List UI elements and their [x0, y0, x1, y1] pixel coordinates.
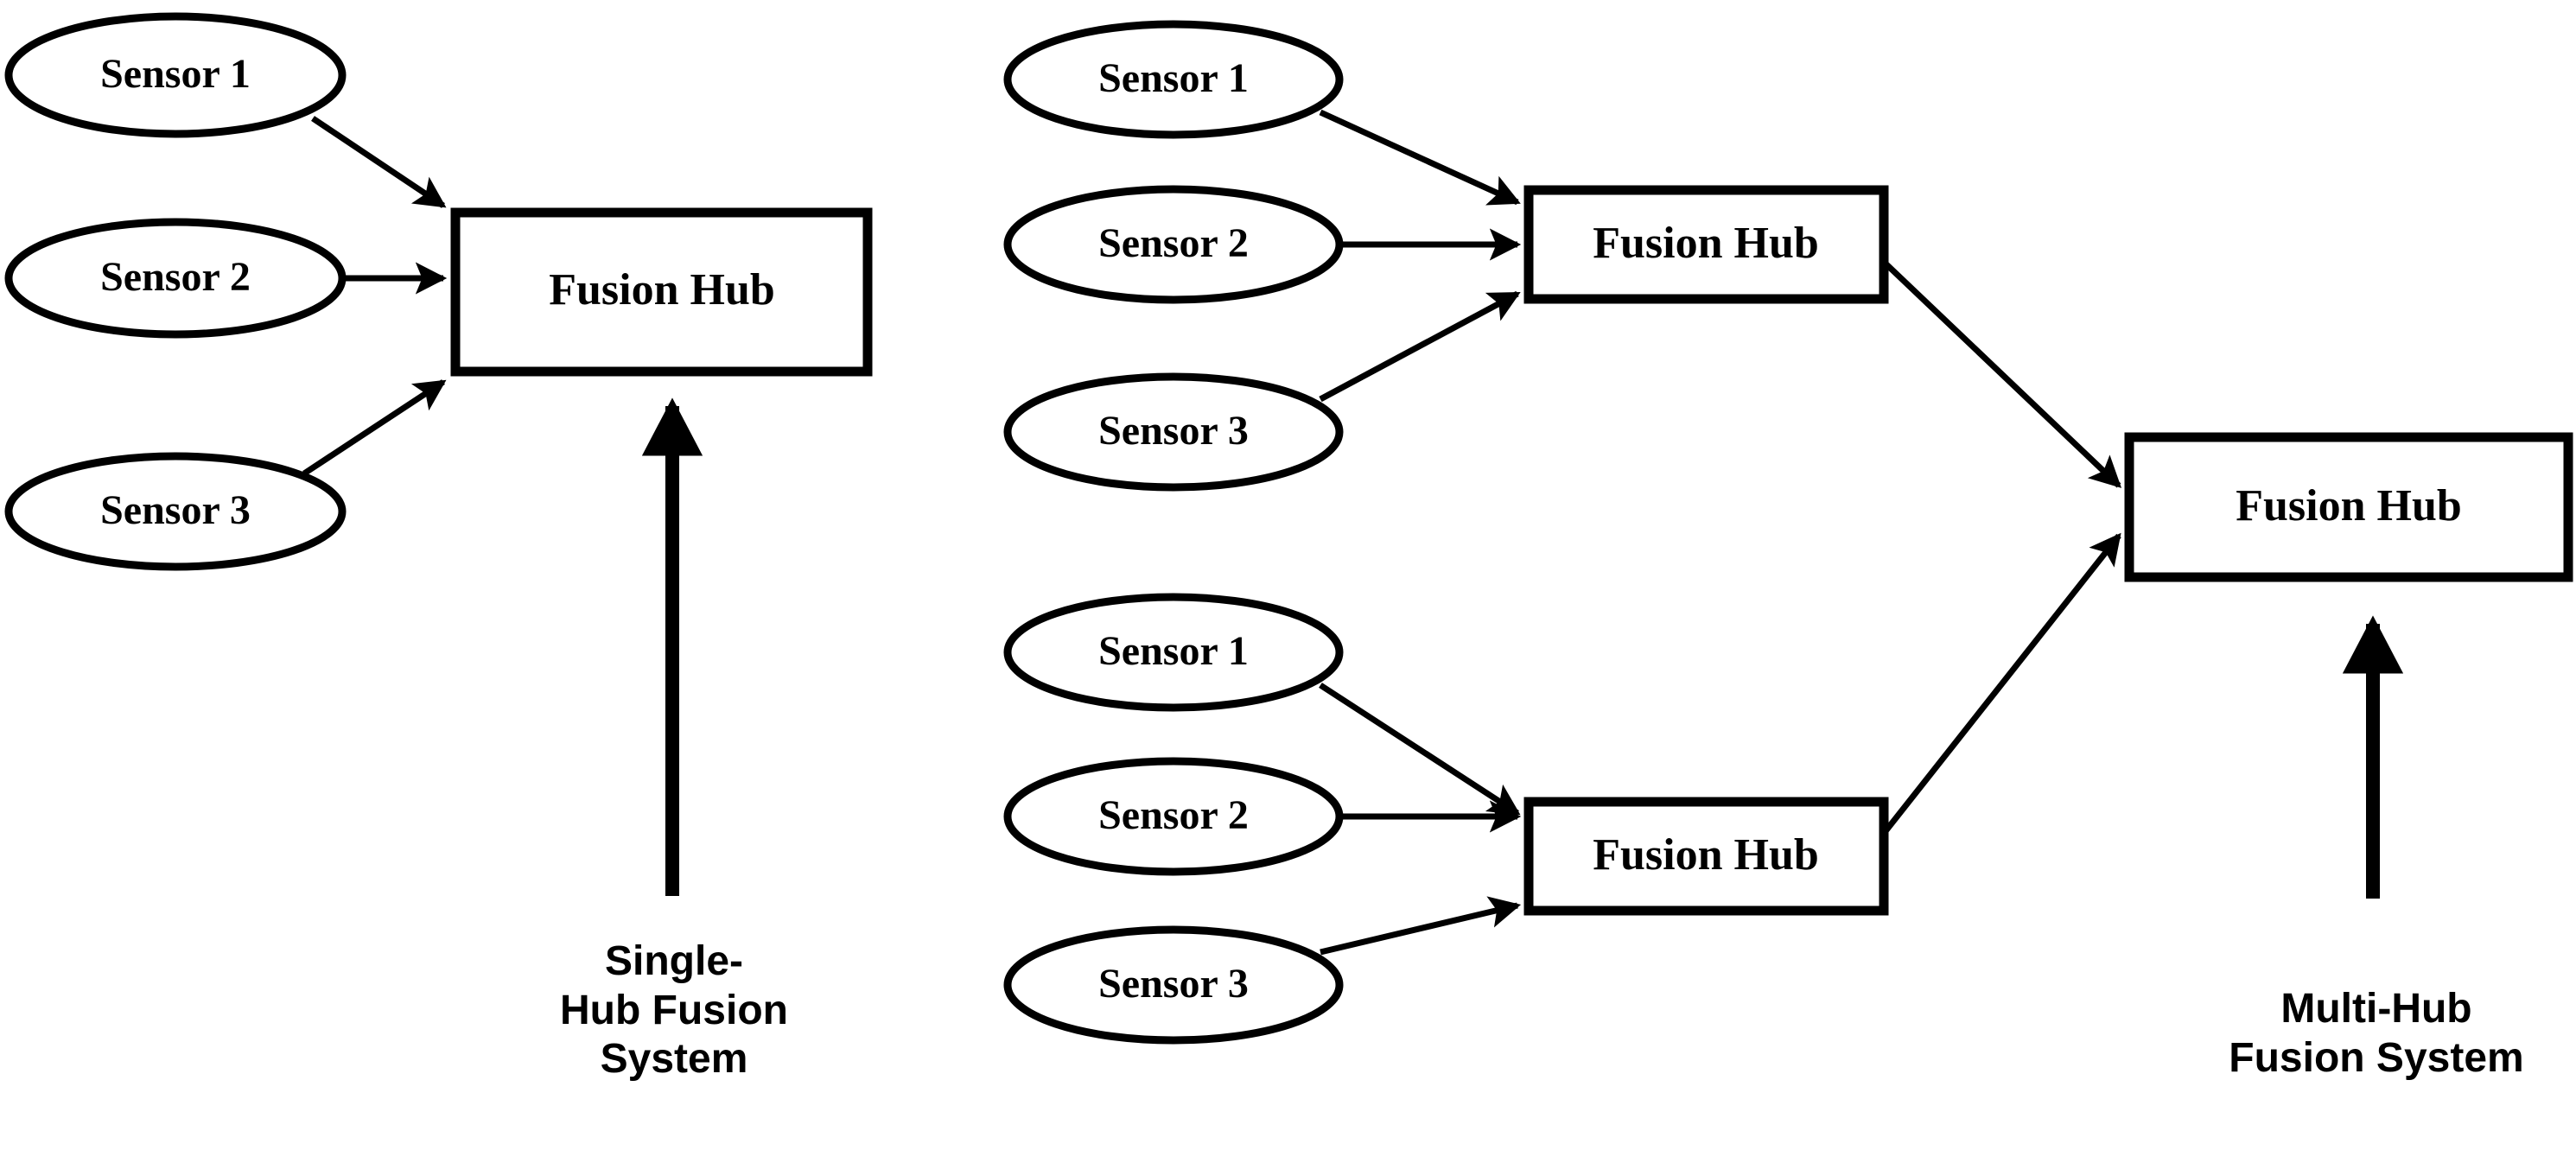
lower-fusion-hub-shape[interactable] — [1523, 797, 1889, 916]
edge-upper-sensor3-to-hub — [1319, 290, 1521, 403]
master-fusion-hub-label: Fusion Hub — [2236, 481, 2462, 531]
lower-fusion-hub-label: Fusion Hub — [1593, 830, 1819, 880]
edge-upper-sensor1-to-hub — [1319, 109, 1521, 206]
upper-sensor-1-label: Sensor 1 — [1098, 55, 1249, 101]
master-fusion-hub-node[interactable]: Fusion Hub — [2124, 432, 2573, 582]
lower-fusion-hub-node[interactable]: Fusion Hub — [1523, 797, 1889, 916]
left-fusion-hub-node[interactable]: Fusion Hub — [450, 207, 873, 377]
upper-sensor-3-node[interactable]: Sensor 3 — [1003, 372, 1344, 492]
lower-sensor-2-shape[interactable] — [1003, 757, 1344, 876]
left-fusion-hub-shape[interactable] — [450, 207, 873, 377]
lower-sensor-1-node[interactable]: Sensor 1 — [1003, 593, 1344, 712]
upper-sensor-3-label: Sensor 3 — [1098, 408, 1249, 454]
left-sensor-3-node[interactable]: Sensor 3 — [4, 452, 347, 571]
multi-hub-caption: Multi-Hub Fusion System — [2229, 986, 2524, 1081]
edge-left-sensor3-to-hub — [302, 379, 447, 476]
right-lower-group: Sensor 1 Sensor 2 Sensor 3 Fusion Hub — [1003, 593, 1889, 1045]
edge-upper-hub-to-master — [1883, 261, 2122, 488]
left-sensor-2-shape[interactable] — [4, 218, 347, 339]
master-fusion-hub-shape[interactable] — [2124, 432, 2573, 582]
lower-sensor-3-label: Sensor 3 — [1098, 961, 1249, 1007]
edge-lower-sensor1-to-hub — [1319, 683, 1521, 816]
lower-sensor-2-node[interactable]: Sensor 2 — [1003, 757, 1344, 876]
upper-sensor-2-node[interactable]: Sensor 2 — [1003, 185, 1344, 304]
upper-sensor-2-label: Sensor 2 — [1098, 220, 1249, 266]
edge-lower-sensor3-to-hub — [1320, 896, 1522, 956]
lower-sensor-3-node[interactable]: Sensor 3 — [1003, 925, 1344, 1045]
left-sensor-3-shape[interactable] — [4, 452, 347, 571]
left-panel-group: Sensor 1 Sensor 2 Sensor 3 Fusion Hub — [4, 12, 873, 896]
left-sensor-1-label: Sensor 1 — [100, 51, 251, 97]
upper-fusion-hub-node[interactable]: Fusion Hub — [1523, 185, 1889, 304]
upper-fusion-hub-shape[interactable] — [1523, 185, 1889, 304]
lower-sensor-3-shape[interactable] — [1003, 925, 1344, 1045]
edge-left-sensor1-to-hub — [311, 116, 447, 208]
right-upper-group: Sensor 1 Sensor 2 Sensor 3 Fusion Hub — [1003, 20, 1889, 492]
left-sensor-2-node[interactable]: Sensor 2 — [4, 218, 347, 339]
upper-sensor-3-shape[interactable] — [1003, 372, 1344, 492]
lower-sensor-1-label: Sensor 1 — [1098, 628, 1249, 674]
edge-lower-hub-to-master — [1883, 532, 2121, 834]
left-sensor-2-label: Sensor 2 — [100, 254, 251, 300]
left-sensor-3-label: Sensor 3 — [100, 487, 251, 533]
single-hub-caption: Single- Hub Fusion System — [560, 938, 788, 1083]
left-fusion-hub-label: Fusion Hub — [549, 265, 775, 315]
lower-sensor-1-shape[interactable] — [1003, 593, 1344, 712]
lower-sensor-2-label: Sensor 2 — [1098, 792, 1249, 838]
left-sensor-1-shape[interactable] — [4, 12, 347, 138]
upper-sensor-1-node[interactable]: Sensor 1 — [1003, 20, 1344, 139]
upper-sensor-2-shape[interactable] — [1003, 185, 1344, 304]
upper-sensor-1-shape[interactable] — [1003, 20, 1344, 139]
left-sensor-1-node[interactable]: Sensor 1 — [4, 12, 347, 138]
upper-fusion-hub-label: Fusion Hub — [1593, 219, 1819, 268]
